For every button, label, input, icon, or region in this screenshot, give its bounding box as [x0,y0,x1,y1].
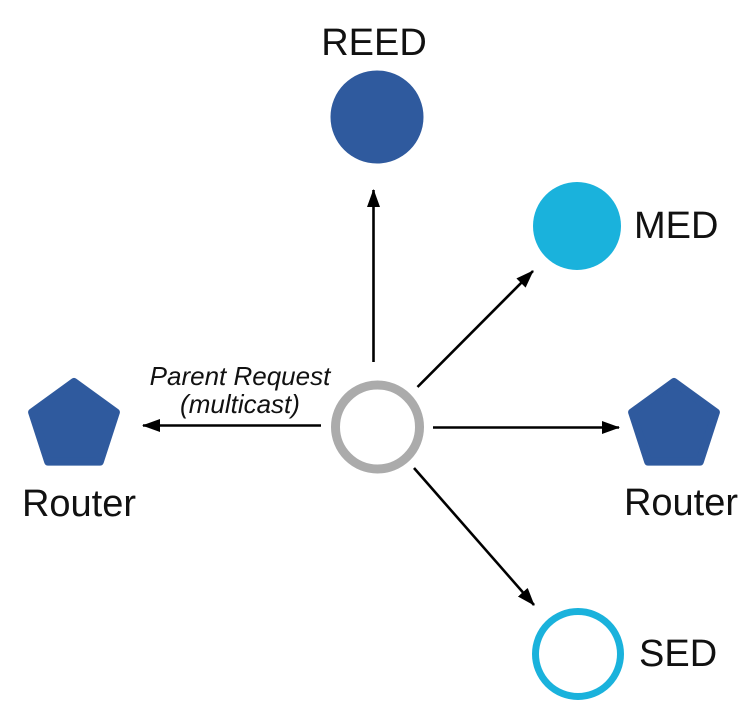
edge-group [142,189,620,606]
med-node-label: MED [634,205,718,247]
annotation-line1: Parent Request [150,361,332,391]
edge-center-to-sed [413,467,535,606]
reed-node-label: REED [321,22,427,64]
router-right-label: Router [624,482,738,524]
router-left-label: Router [22,483,136,525]
center-node-circle-icon [331,380,424,474]
router-right-pentagon-icon [628,378,720,466]
reed-node-circle-icon [330,70,424,164]
annotation-line2: (multicast) [180,389,300,419]
sed-node-label: SED [639,633,717,675]
router-left-pentagon-icon [28,378,120,466]
edge-center-to-med [416,270,534,388]
sed-node-circle-icon [532,608,624,700]
med-node-circle-icon [533,182,621,270]
